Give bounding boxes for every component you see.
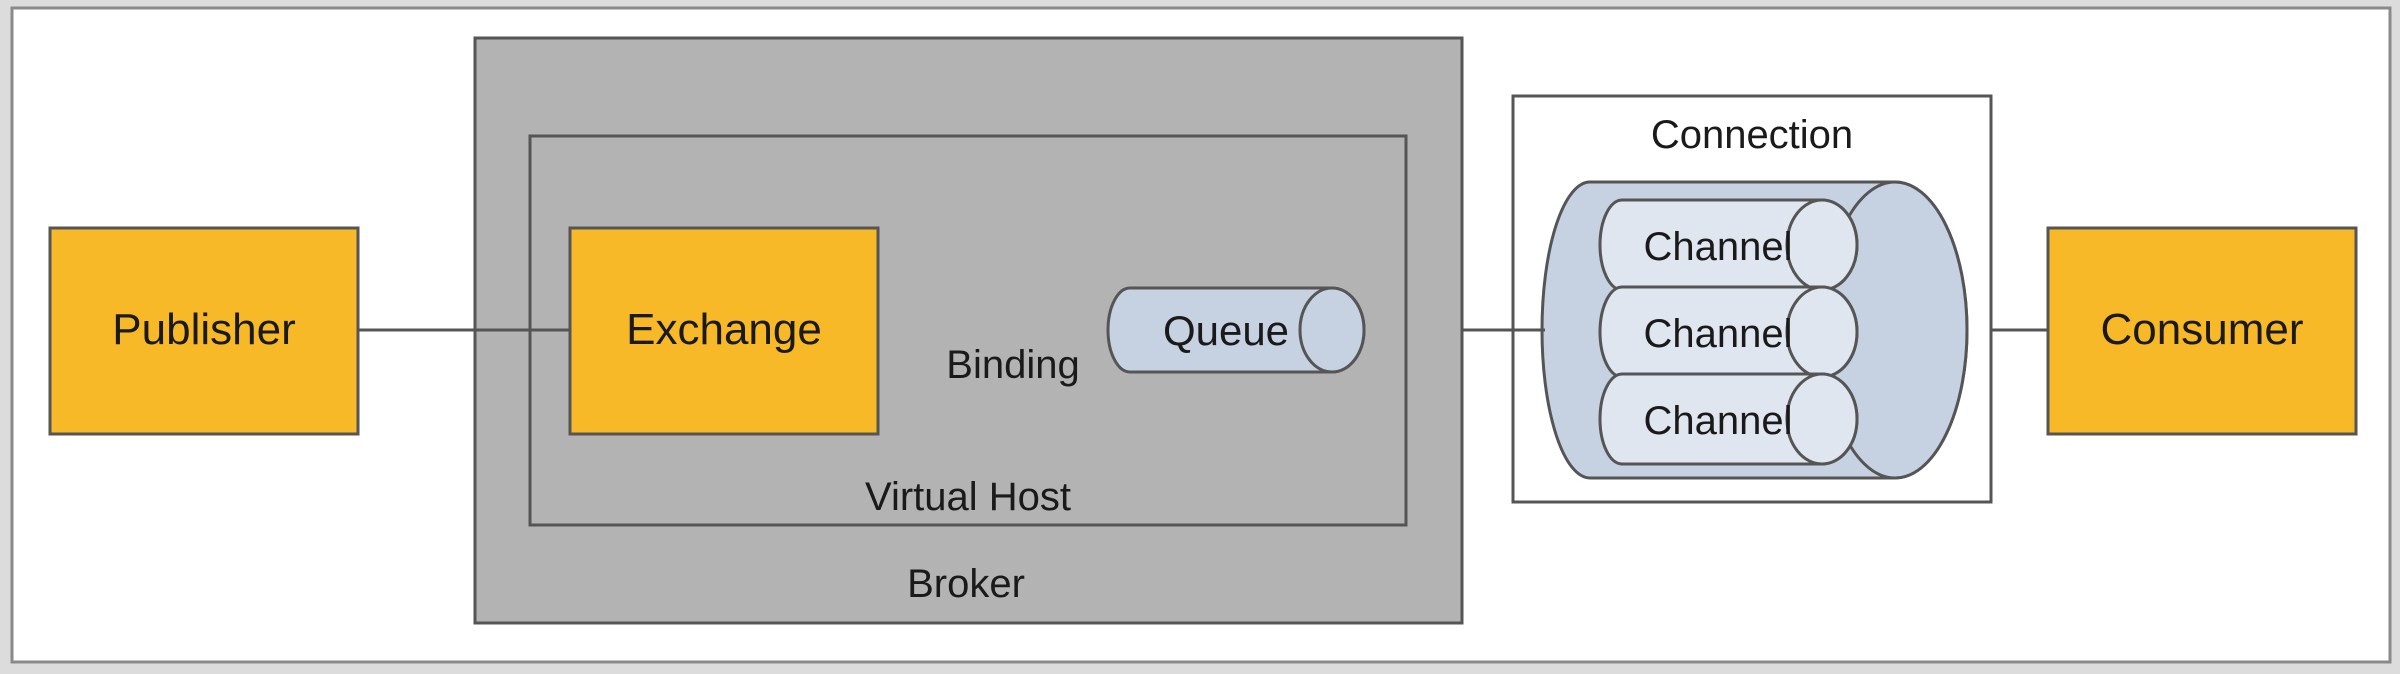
connection-box: Connection Channel Channel Channel <box>1511 94 1993 504</box>
channel-cylinder: Channel <box>1598 285 1859 379</box>
channel-label: Channel <box>1643 312 1792 356</box>
consumer-label: Consumer <box>2101 305 2304 354</box>
broker-label: Broker <box>907 562 1025 606</box>
publisher-node: Publisher <box>48 226 360 436</box>
channel-cylinder: Channel <box>1598 198 1859 292</box>
exchange-node: Exchange <box>568 226 880 436</box>
publisher-label: Publisher <box>112 305 295 354</box>
channel-label: Channel <box>1643 399 1792 443</box>
virtual-host-label: Virtual Host <box>865 475 1071 519</box>
binding-label: Binding <box>946 343 1079 387</box>
channel-label: Channel <box>1643 225 1792 269</box>
queue-label: Queue <box>1163 307 1289 354</box>
connection-label: Connection <box>1651 113 1853 157</box>
queue-cylinder: Queue <box>1106 286 1366 374</box>
channel-cylinder: Channel <box>1598 372 1859 466</box>
consumer-node: Consumer <box>2046 226 2358 436</box>
exchange-label: Exchange <box>626 305 822 354</box>
